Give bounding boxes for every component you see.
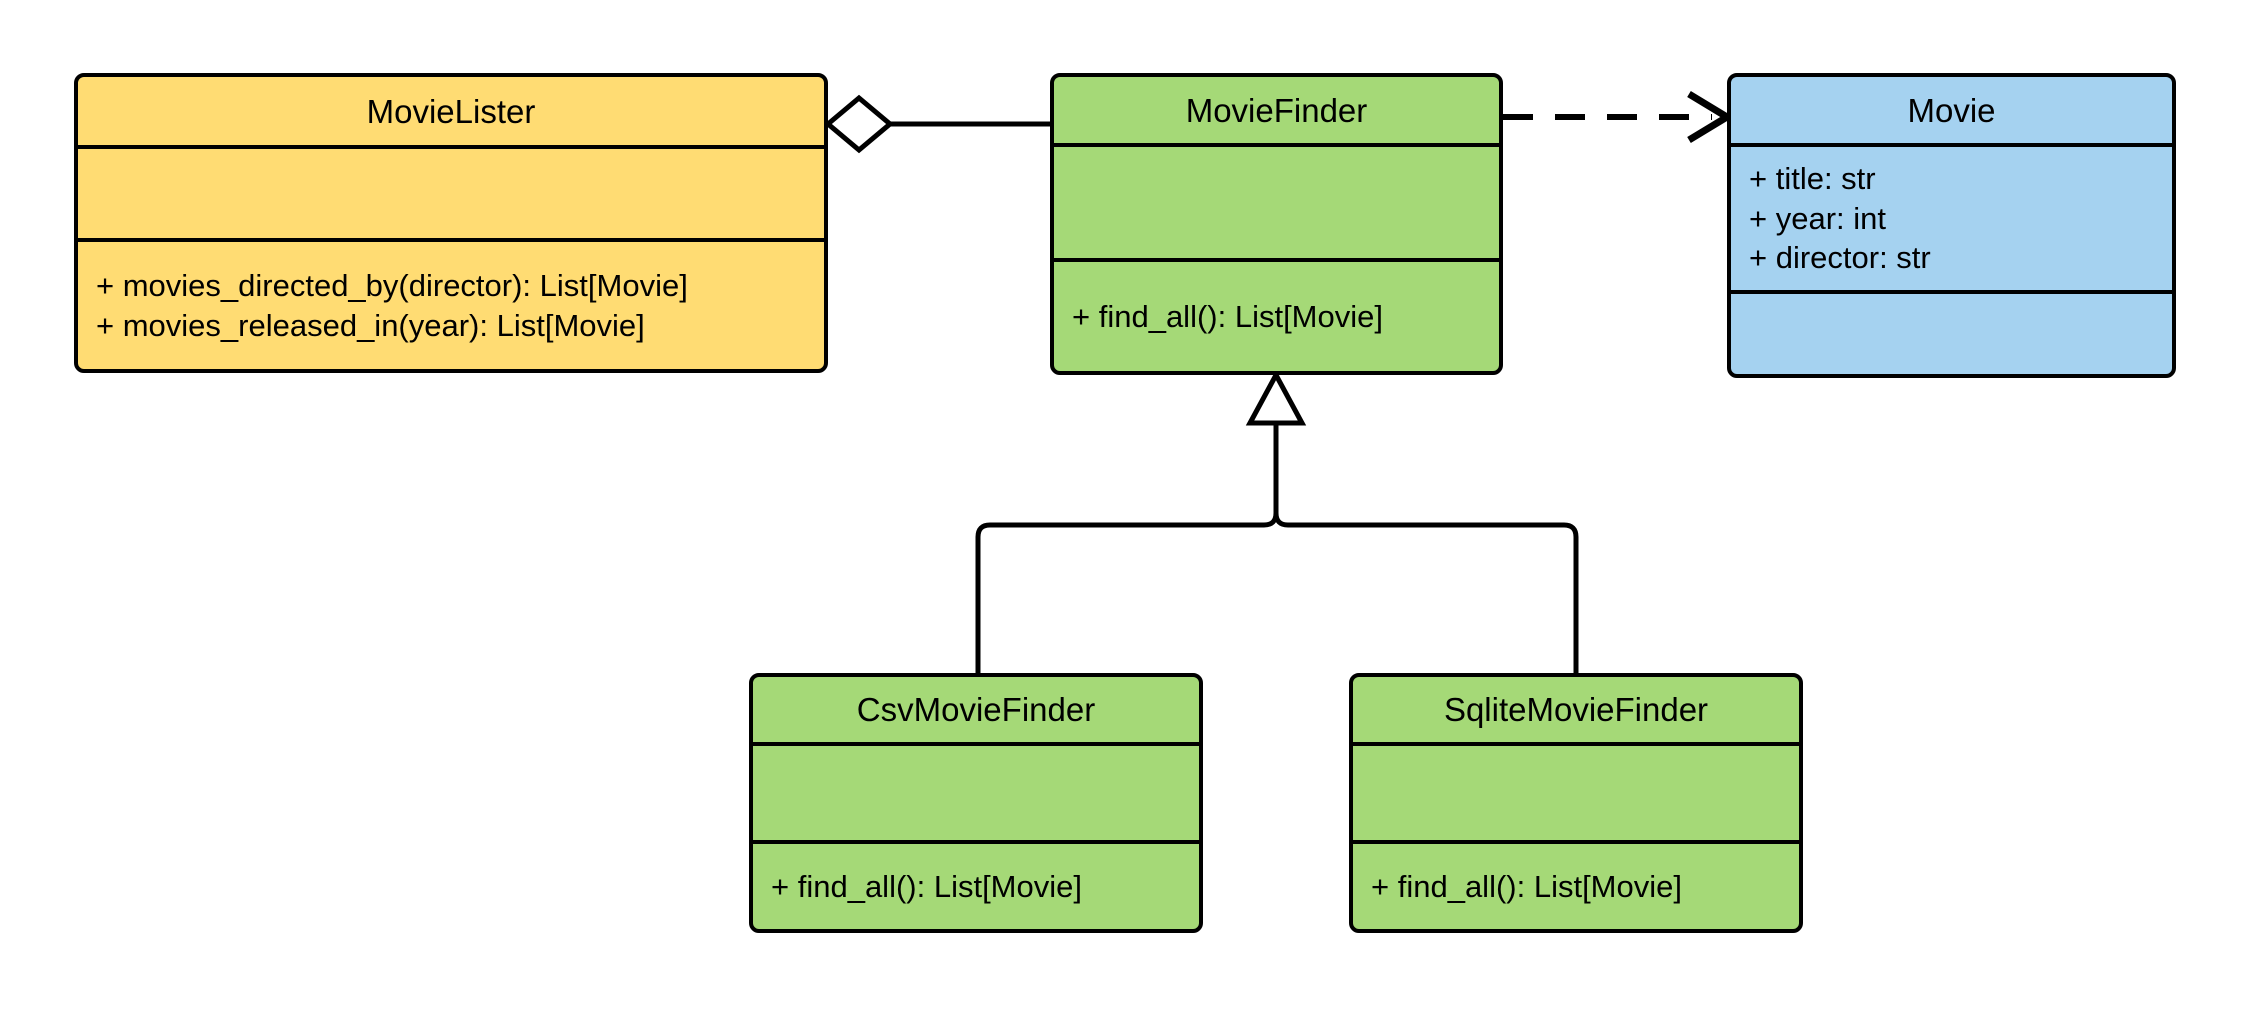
class-methods-compartment: + find_all(): List[Movie] xyxy=(753,844,1199,929)
class-name-compartment: MovieFinder xyxy=(1054,77,1499,147)
class-name-compartment: CsvMovieFinder xyxy=(753,677,1199,746)
class-name-compartment: Movie xyxy=(1731,77,2172,147)
class-attribute: + year: int xyxy=(1749,200,1886,236)
class-methods-compartment xyxy=(1731,294,2172,374)
class-attributes-compartment xyxy=(753,746,1199,844)
class-method: + find_all(): List[Movie] xyxy=(1371,868,1682,904)
class-name-label: SqliteMovieFinder xyxy=(1443,691,1709,728)
class-name-label: CsvMovieFinder xyxy=(856,691,1096,728)
aggregation-lister-finder-edge xyxy=(824,94,1050,154)
class-name-compartment: SqliteMovieFinder xyxy=(1353,677,1799,746)
hollow-diamond-icon xyxy=(824,94,894,154)
class-methods-compartment: + find_all(): List[Movie] xyxy=(1054,262,1499,371)
class-method: + movies_released_in(year): List[Movie] xyxy=(96,307,645,343)
class-attribute: + director: str xyxy=(1749,240,1931,276)
class-box-csv-movie-finder[interactable]: CsvMovieFinder + find_all(): List[Movie] xyxy=(749,673,1203,933)
open-arrowhead-icon xyxy=(1687,91,1734,143)
class-box-sqlite-movie-finder[interactable]: SqliteMovieFinder + find_all(): List[Mov… xyxy=(1349,673,1803,933)
class-attributes-compartment xyxy=(1353,746,1799,844)
class-box-movie-lister[interactable]: MovieLister + movies_directed_by(directo… xyxy=(74,73,828,373)
class-name-label: Movie xyxy=(1907,91,1996,129)
class-method: + find_all(): List[Movie] xyxy=(771,868,1082,904)
class-attributes-compartment: + title: str + year: int + director: str xyxy=(1731,147,2172,294)
class-attributes-compartment xyxy=(78,149,824,242)
class-name-label: MovieLister xyxy=(366,92,536,130)
class-method: + movies_directed_by(director): List[Mov… xyxy=(96,267,688,303)
class-attributes-compartment xyxy=(1054,147,1499,262)
hollow-triangle-icon xyxy=(1245,369,1307,426)
class-name-label: MovieFinder xyxy=(1185,91,1368,129)
class-name-compartment: MovieLister xyxy=(78,77,824,149)
class-box-movie[interactable]: Movie + title: str + year: int + directo… xyxy=(1727,73,2176,378)
dependency-finder-movie-edge xyxy=(1503,91,1734,143)
class-methods-compartment: + movies_directed_by(director): List[Mov… xyxy=(78,242,824,369)
class-attribute: + title: str xyxy=(1749,160,1876,196)
class-method: + find_all(): List[Movie] xyxy=(1072,298,1383,334)
generalization-branch-csv xyxy=(975,423,1279,673)
class-box-movie-finder[interactable]: MovieFinder + find_all(): List[Movie] xyxy=(1050,73,1503,375)
generalization-tree-edge xyxy=(975,369,1579,673)
class-methods-compartment: + find_all(): List[Movie] xyxy=(1353,844,1799,929)
generalization-branch-sqlite xyxy=(1273,423,1579,673)
